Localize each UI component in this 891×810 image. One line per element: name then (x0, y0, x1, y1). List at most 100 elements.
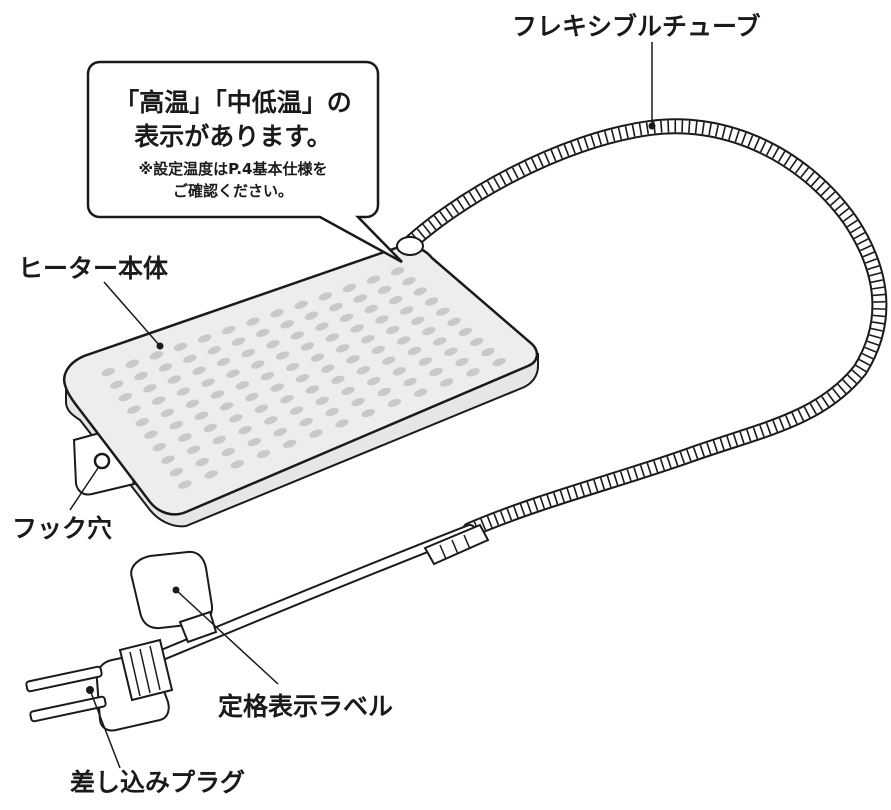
heater-dot (135, 417, 149, 427)
heater-dot (238, 426, 252, 435)
heater-dot (143, 384, 157, 393)
heater-dot (351, 397, 365, 407)
heater-dot (226, 369, 240, 378)
heater-dot (201, 378, 215, 387)
heater-dot (256, 328, 270, 338)
heater-dot (134, 371, 148, 381)
heater-dot (377, 387, 391, 397)
heater-dot (422, 326, 436, 336)
heater-dot (204, 470, 218, 479)
heater-dot (390, 267, 405, 276)
heater-dot (161, 455, 175, 464)
heater-dot (290, 331, 304, 340)
heater-dot (377, 285, 392, 295)
heater-dot (183, 354, 197, 363)
heater-dot (310, 353, 325, 362)
heater-dot (299, 417, 313, 427)
heater-dot (212, 435, 226, 445)
heater-dot (125, 359, 140, 368)
tube-label: フレキシブルチューブ (512, 12, 761, 41)
heater-dot (158, 363, 173, 372)
heater-dot (433, 337, 447, 346)
heater-dot (469, 337, 484, 347)
heater-dot (270, 383, 284, 392)
heater-dot (396, 336, 411, 345)
heater-dot (361, 335, 375, 344)
heater-dot (403, 377, 417, 387)
heater-dot (173, 342, 188, 352)
heater-dot (353, 294, 367, 303)
heater-dot (309, 429, 323, 438)
heater-dot (231, 337, 246, 346)
flexible-tube (397, 118, 888, 538)
plug-label: 差し込みプラグ (70, 768, 246, 797)
heater-dot (178, 480, 192, 489)
heater-dot (192, 366, 206, 375)
heater-dot (198, 334, 212, 343)
heater-dot (346, 355, 360, 364)
heater-dot (325, 333, 339, 342)
callout-bubble (86, 60, 403, 264)
heater-dot (407, 346, 422, 356)
heater-dot (436, 307, 450, 316)
heater-dot (256, 449, 271, 459)
heater-dot (186, 445, 201, 454)
heater-dot (388, 296, 403, 305)
heater-dot (402, 277, 416, 286)
heater-dot (342, 283, 357, 293)
heater-dot (367, 376, 381, 386)
heater-dot (264, 416, 278, 425)
heater-dot (275, 351, 290, 360)
heater-dot (221, 447, 235, 457)
heater-dot (178, 433, 192, 442)
heater-dot (246, 317, 260, 326)
heater-dot (341, 386, 355, 396)
plug (25, 638, 174, 732)
heater-dot (273, 427, 287, 437)
heater-dot (169, 421, 183, 430)
heater-dot (235, 381, 250, 390)
heater-dot (127, 405, 141, 414)
heater-dot (260, 371, 275, 381)
heater-dot (492, 357, 506, 367)
heater-dot (382, 356, 396, 365)
heater-dot (195, 457, 209, 467)
heater-dot (366, 275, 381, 284)
heater-dot (167, 375, 182, 384)
heater-dot (295, 374, 310, 383)
heater-dot (447, 317, 461, 326)
heater-dot (455, 357, 469, 367)
heater-dot (466, 368, 480, 377)
heater-dot (315, 322, 329, 331)
leader-lines (69, 42, 653, 769)
heater-dot (429, 367, 443, 377)
heater-dot (418, 357, 432, 366)
callout-note2: ご確認ください。 (172, 182, 293, 200)
heater-dot (219, 402, 234, 411)
heater-dot (392, 367, 407, 376)
heater-dot (300, 342, 315, 351)
rating-label-tag (130, 550, 218, 644)
heater-dot (160, 408, 175, 418)
heater-dot (110, 380, 124, 389)
hook-hole-label: フック穴 (12, 514, 113, 543)
heater-dot (149, 351, 164, 360)
heater-dot (144, 430, 158, 439)
heater-dot (185, 399, 200, 408)
heater-dot (280, 320, 294, 329)
heater-dot (289, 406, 304, 415)
callout-line2: 表示があります。 (134, 122, 332, 151)
heater-dot (118, 392, 132, 402)
heater-dot (458, 327, 473, 336)
power-cable (144, 523, 490, 666)
heater-dot (101, 367, 115, 377)
heater-dot (229, 414, 243, 423)
heater-dot (413, 287, 427, 296)
heater-body-label: ヒーター本体 (18, 254, 169, 283)
callout-line1: 「高温」「中低温」の (114, 88, 352, 117)
heater-dot (216, 357, 231, 367)
heater-dot (413, 388, 428, 397)
heater-dot (386, 325, 400, 335)
heater-dot (339, 313, 354, 322)
